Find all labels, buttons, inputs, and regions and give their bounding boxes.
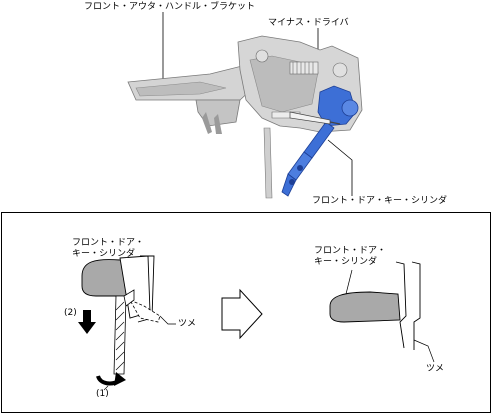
- screwdriver-label: マイナス・ドライバ: [268, 18, 349, 28]
- arrow-down-icon: [78, 310, 96, 334]
- cylinder-left-label-line2: キー・シリンダ: [72, 249, 136, 259]
- inset-cylinder-after: [329, 261, 421, 350]
- right-arrow-icon: [221, 288, 263, 340]
- rotate-arrow-icon: [96, 372, 126, 386]
- step1-leader: [103, 385, 109, 391]
- claw-left-label: ツメ: [178, 319, 197, 329]
- claw-left-leader: [159, 315, 176, 325]
- outer-handle-bracket: [127, 35, 363, 199]
- cylinder-right-leader: [345, 269, 353, 295]
- key-cylinder-part: [281, 85, 359, 197]
- cylinder-top-label: フロント・ドア・キー・シリンダ: [312, 196, 448, 206]
- cylinder-left-label-line1: フロント・ドア・: [72, 238, 145, 248]
- screwdriver-tool: [289, 111, 341, 125]
- inset-frame: [1, 212, 491, 413]
- inset-screwdriver: [113, 289, 135, 375]
- step-1-label: (1): [96, 389, 109, 399]
- cylinder-right-label-line2: キー・シリンダ: [314, 257, 378, 267]
- bracket-label: フロント・アウタ・ハンドル・ブラケット: [84, 2, 256, 12]
- cylinder-top-leader-line: [327, 139, 353, 196]
- claw-right-label: ツメ: [426, 364, 445, 374]
- step-2-label: (2): [64, 308, 77, 318]
- cylinder-right-label-line1: フロント・ドア・: [314, 246, 387, 256]
- claw-right-leader: [413, 339, 435, 363]
